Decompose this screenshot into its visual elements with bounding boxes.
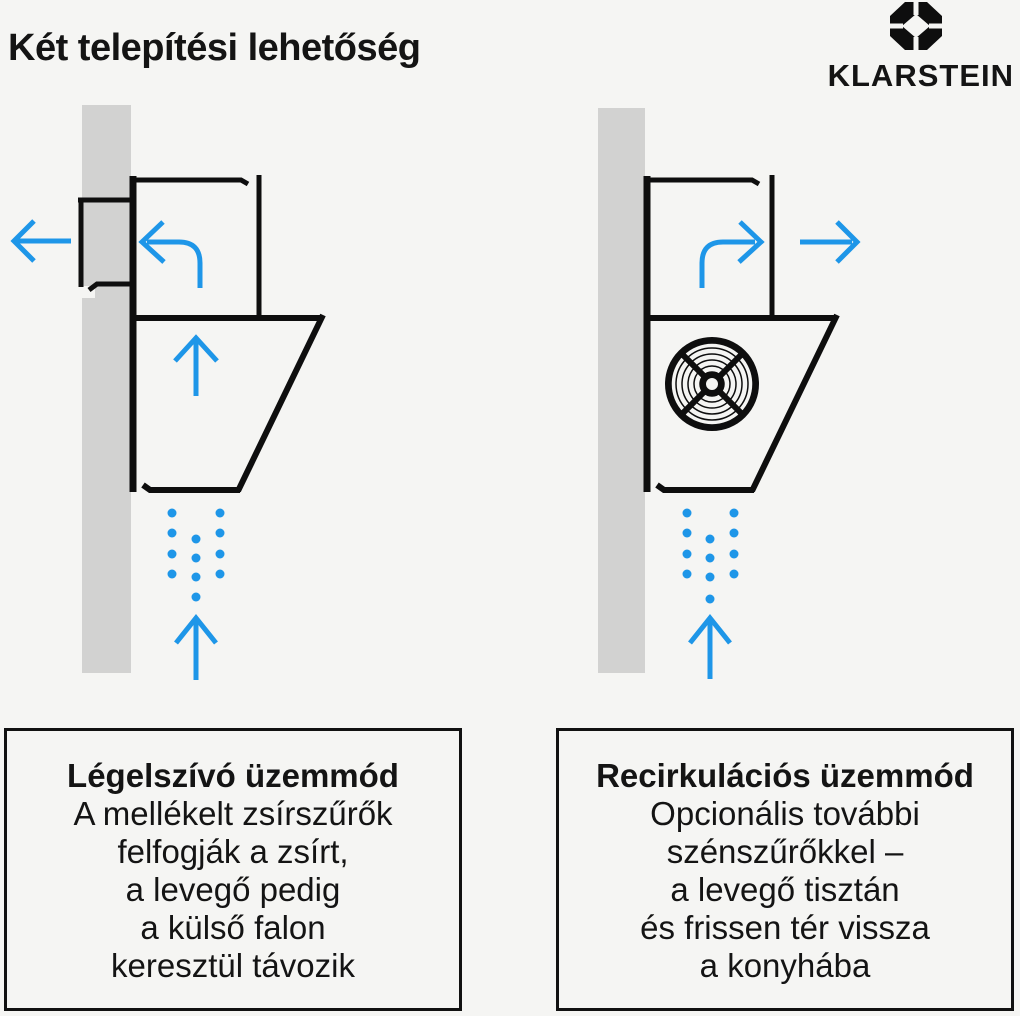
klarstein-diamond-icon <box>890 2 942 50</box>
wall <box>82 105 131 673</box>
page-title: Két telepítési lehetőség <box>8 27 421 70</box>
panel-line: keresztül távozik <box>111 947 355 984</box>
steam-dots <box>682 508 739 604</box>
panel-line: A mellékelt zsírszűrők <box>73 795 393 832</box>
panel-line: felfogják a zsírt, <box>117 833 349 870</box>
duct-curve-arrow <box>699 220 765 288</box>
hood-body <box>643 175 775 492</box>
panel-line: és frissen tér vissza <box>640 909 930 946</box>
exhaust-mode-panel: Légelszívó üzemmód A mellékelt zsírszűrő… <box>4 728 462 1011</box>
air-out-arrow <box>10 219 71 263</box>
air-return-arrow <box>800 220 861 264</box>
hood-body <box>129 175 262 492</box>
panel-line: a külső falon <box>140 909 326 946</box>
brand-name: KLARSTEIN <box>827 58 1014 93</box>
duct-curve-arrow <box>138 220 203 288</box>
panel-line: a konyhába <box>699 947 871 984</box>
wall <box>598 108 645 673</box>
panel-title: Légelszívó üzemmód <box>67 757 399 794</box>
brand-block: KLARSTEIN <box>774 0 1014 100</box>
hood-canopy <box>131 313 326 493</box>
steam-rise-arrow <box>174 613 218 680</box>
panel-line: Opcionális további <box>650 795 920 832</box>
hood-canopy <box>645 313 840 493</box>
through-wall-duct <box>78 197 133 292</box>
steam-rise-arrow <box>688 613 732 679</box>
fan-icon <box>665 337 759 431</box>
steam-dots <box>167 508 225 602</box>
panel-line: szénszűrőkkel – <box>666 833 904 870</box>
recirculation-mode-panel: Recirkulációs üzemmód Opcionális további… <box>556 728 1014 1011</box>
exhaust-mode-diagram <box>10 105 326 680</box>
panel-line: a levegő tisztán <box>670 871 900 908</box>
intake-arrow <box>173 334 219 396</box>
panel-title: Recirkulációs üzemmód <box>596 757 974 794</box>
wall-gap <box>80 286 95 298</box>
panel-line: a levegő pedig <box>125 871 341 908</box>
recirculation-mode-diagram <box>598 108 861 679</box>
